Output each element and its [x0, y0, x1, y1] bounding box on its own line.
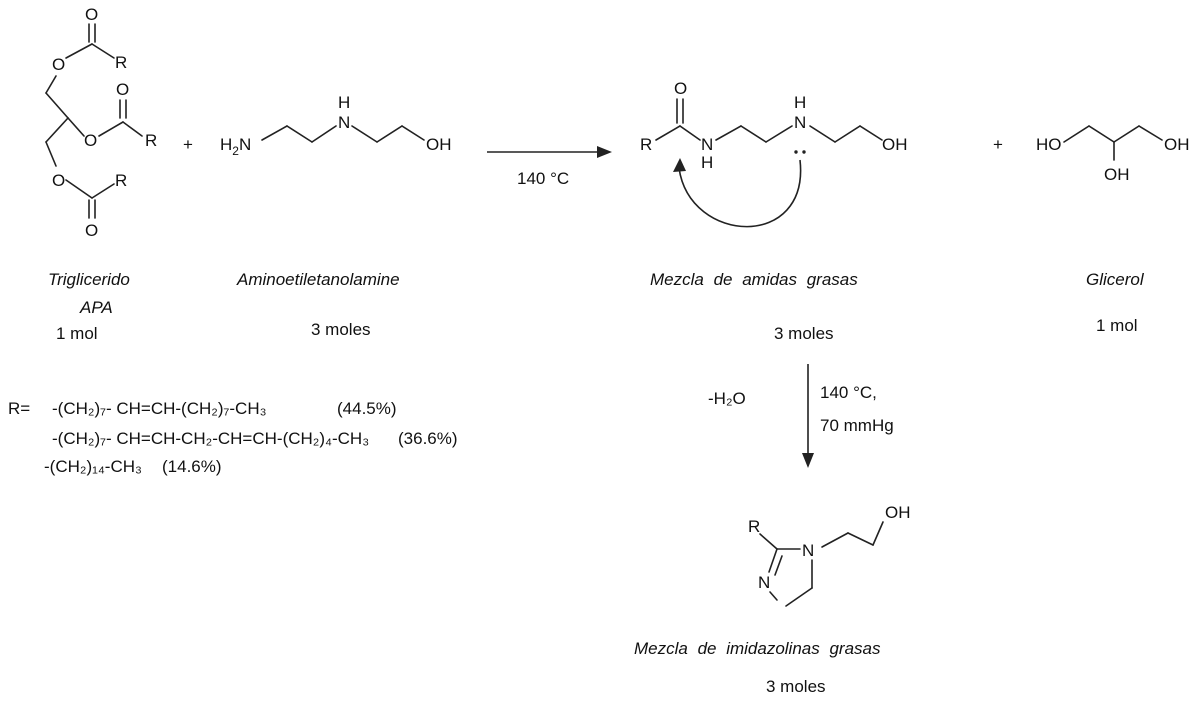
- atom-r-imidazoline: R: [748, 517, 760, 536]
- atom-oh-amine: OH: [426, 135, 452, 154]
- atom-oh-glycerol-end: OH: [1164, 135, 1190, 154]
- atom-o-carbonyl-1: O: [85, 5, 98, 24]
- imidazolines-amount: 3 moles: [766, 677, 826, 696]
- condition-temperature-2: 140 °C,: [820, 383, 877, 402]
- imidazolines-name: Mezcla de imidazolinas grasas: [634, 639, 881, 658]
- glycerol-amount: 1 mol: [1096, 316, 1138, 335]
- reaction-arrow-1: [487, 146, 612, 158]
- atom-n-amine-2: N: [794, 113, 806, 132]
- atom-ho-glycerol: HO: [1036, 135, 1062, 154]
- r-group-percent-3: (14.6%): [162, 457, 222, 476]
- atom-h-amine-2: H: [794, 93, 806, 112]
- atom-n-amide: N: [701, 135, 713, 154]
- glycerol-structure: HO OH OH: [1036, 125, 1190, 184]
- condition-temperature-1: 140 °C: [517, 169, 569, 188]
- amides-amount: 3 moles: [774, 324, 834, 343]
- atom-r-2: R: [145, 131, 157, 150]
- atom-r-3: R: [115, 171, 127, 190]
- triglyceride-amount: 1 mol: [56, 324, 98, 343]
- r-group-percent-2: (36.6%): [398, 429, 458, 448]
- atom-r-1: R: [115, 53, 127, 72]
- triglyceride-name: Triglicerido: [48, 270, 130, 289]
- r-group-percent-1: (44.5%): [337, 399, 397, 418]
- atom-oh-glycerol-middle: OH: [1104, 165, 1130, 184]
- atom-o-carbonyl-2: O: [116, 80, 129, 99]
- plus-sign-products: +: [993, 135, 1003, 154]
- r-group-prefix: R=: [8, 399, 30, 418]
- aminoethylethanolamine-structure: H2N H N OH: [220, 93, 452, 158]
- atom-o-ester-3: O: [52, 171, 65, 190]
- atom-h2n: H2N: [220, 135, 251, 158]
- byproduct-water: -H₂O: [708, 389, 746, 408]
- atom-oh-imidazoline: OH: [885, 503, 911, 522]
- triglyceride-structure: O R O O O R O R O: [45, 5, 157, 240]
- atom-h-amide: H: [701, 153, 713, 172]
- r-group-formula-3: -(CH₂)₁₄-CH₃: [44, 457, 142, 476]
- atom-h-amine-1: H: [338, 93, 350, 112]
- fatty-amide-structure: O R N H H N OH: [640, 79, 908, 228]
- atom-n3-imidazoline: N: [758, 573, 770, 592]
- plus-sign-reactants: +: [183, 135, 193, 154]
- r-group-definitions: R= -(CH₂)₇- CH=CH-(CH₂)₇-CH₃ (44.5%) -(C…: [8, 399, 458, 476]
- atom-o-ester-2: O: [84, 131, 97, 150]
- amine-amount: 3 moles: [311, 320, 371, 339]
- imidazoline-structure: R N N OH: [748, 503, 911, 607]
- amine-name: Aminoetiletanolamine: [236, 270, 400, 289]
- r-group-formula-2: -(CH₂)₇- CH=CH-CH₂-CH=CH-(CH₂)₄-CH₃: [52, 429, 369, 448]
- atom-o-carbonyl-3: O: [85, 221, 98, 240]
- atom-o-ester-1: O: [52, 55, 65, 74]
- atom-o-amide: O: [674, 79, 687, 98]
- atom-oh-amide: OH: [882, 135, 908, 154]
- glycerol-name: Glicerol: [1086, 270, 1145, 289]
- reaction-arrow-2: [802, 364, 814, 468]
- r-group-formula-1: -(CH₂)₇- CH=CH-(CH₂)₇-CH₃: [52, 399, 267, 418]
- atom-n1-imidazoline: N: [802, 541, 814, 560]
- atom-n-amine-1: N: [338, 113, 350, 132]
- atom-r-amide: R: [640, 135, 652, 154]
- amides-name: Mezcla de amidas grasas: [650, 270, 858, 289]
- triglyceride-abbr: APA: [79, 298, 113, 317]
- condition-pressure: 70 mmHg: [820, 416, 894, 435]
